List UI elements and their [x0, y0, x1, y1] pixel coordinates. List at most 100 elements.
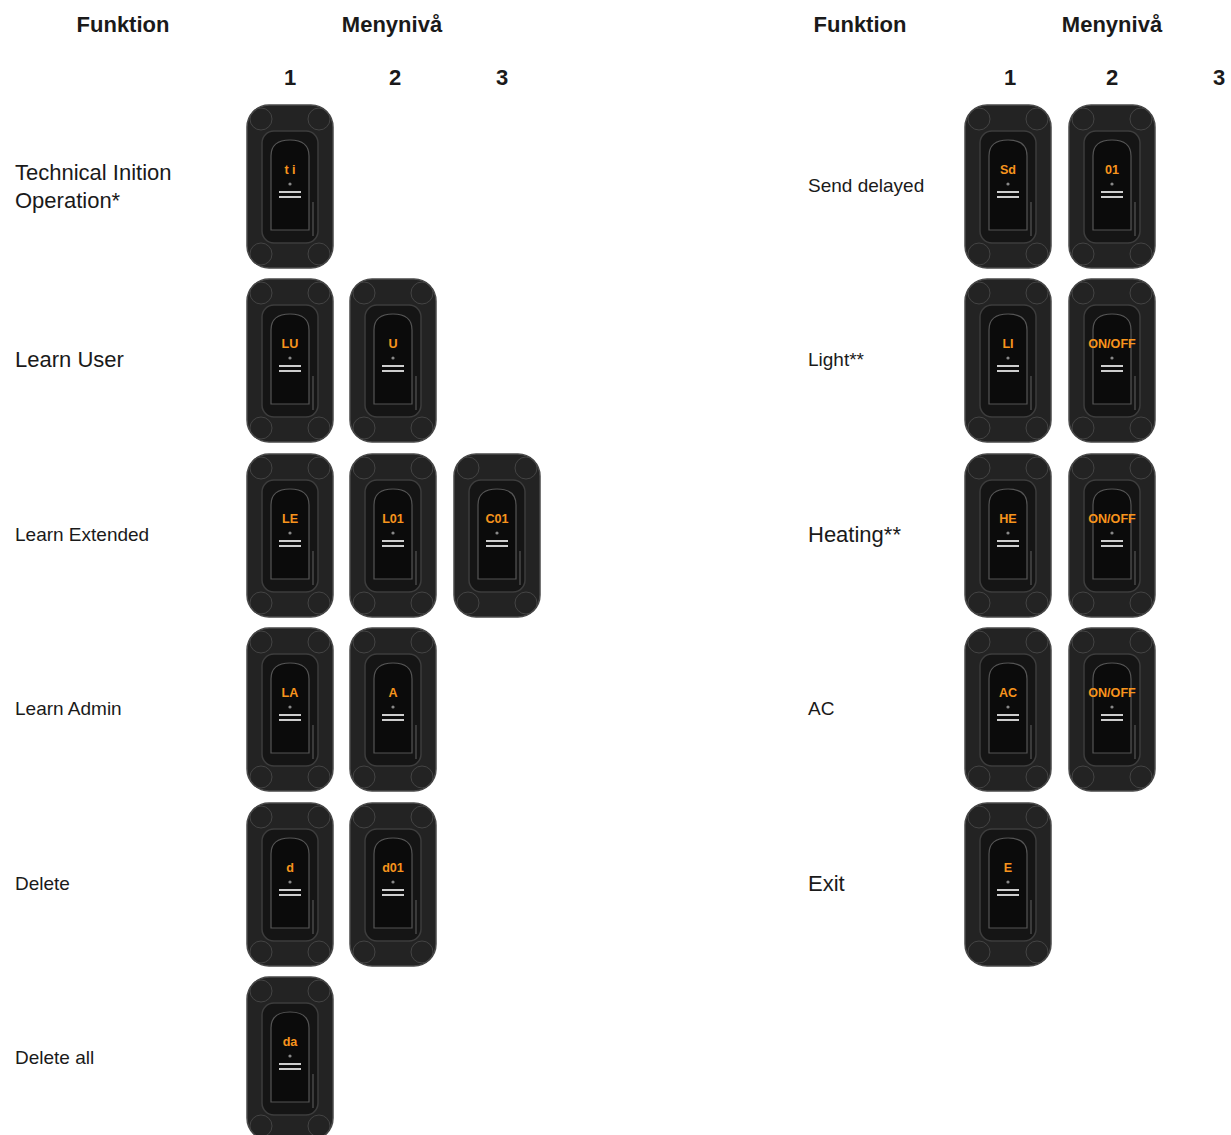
swipe-line — [279, 719, 301, 721]
indicator-dot — [391, 356, 394, 359]
menu-code: d01 — [349, 860, 437, 877]
swipe-line — [997, 370, 1019, 372]
indicator-dot — [391, 705, 394, 708]
menu-code: ON/OFF — [1068, 511, 1156, 528]
screw-hole — [457, 592, 479, 614]
sensor-window — [989, 314, 1027, 404]
column-header: Menynivå — [342, 11, 442, 39]
frame-notch — [312, 551, 313, 585]
screw-hole — [968, 457, 990, 479]
reader-display: ON/OFF — [1068, 278, 1156, 443]
reader-housing — [350, 628, 436, 791]
swipe-line — [997, 191, 1019, 193]
function-name: Light** — [808, 348, 864, 372]
reader-housing — [247, 803, 333, 966]
menu-code: E — [964, 860, 1052, 877]
function-name: Learn Admin — [15, 697, 122, 721]
frame-notch — [1134, 376, 1135, 410]
screw-hole — [308, 980, 330, 1002]
swipe-line — [1101, 719, 1123, 721]
swipe-line — [997, 365, 1019, 367]
sensor-frame — [469, 480, 525, 592]
screw-hole — [968, 631, 990, 653]
screw-hole — [411, 282, 433, 304]
swipe-line — [997, 894, 1019, 896]
sensor-window — [989, 140, 1027, 230]
screw-hole — [968, 108, 990, 130]
swipe-line — [279, 540, 301, 542]
screw-hole — [1026, 766, 1048, 788]
screw-hole — [1130, 282, 1152, 304]
menu-code: C01 — [453, 511, 541, 528]
screw-hole — [411, 941, 433, 963]
screw-hole — [1026, 282, 1048, 304]
frame-notch — [519, 551, 520, 585]
swipe-line — [997, 719, 1019, 721]
fingerprint-reader — [1068, 104, 1156, 269]
screw-hole — [308, 806, 330, 828]
screw-hole — [968, 592, 990, 614]
sensor-window — [989, 663, 1027, 753]
screw-hole — [308, 282, 330, 304]
menu-code: 01 — [1068, 162, 1156, 179]
screw-hole — [968, 806, 990, 828]
swipe-line — [279, 1068, 301, 1070]
screw-hole — [250, 108, 272, 130]
indicator-dot — [288, 182, 291, 185]
screw-hole — [1072, 108, 1094, 130]
fingerprint-reader — [349, 278, 437, 443]
fingerprint-reader — [246, 453, 334, 618]
column-header: Funktion — [814, 11, 907, 39]
reader-housing — [454, 454, 540, 617]
fingerprint-reader — [1068, 278, 1156, 443]
screw-hole — [968, 243, 990, 265]
screw-hole — [457, 457, 479, 479]
sensor-window — [271, 838, 309, 928]
swipe-line — [382, 370, 404, 372]
sensor-window — [271, 663, 309, 753]
sensor-window — [1093, 140, 1131, 230]
menu-code: AC — [964, 685, 1052, 702]
frame-notch — [415, 551, 416, 585]
menu-level-number: 3 — [496, 64, 508, 92]
screw-hole — [411, 417, 433, 439]
screw-hole — [968, 766, 990, 788]
menu-code: LA — [246, 685, 334, 702]
screw-hole — [515, 457, 537, 479]
fingerprint-reader — [246, 278, 334, 443]
sensor-frame — [262, 654, 318, 766]
menu-code: LE — [246, 511, 334, 528]
menu-code: ON/OFF — [1068, 336, 1156, 353]
sensor-window — [1093, 663, 1131, 753]
reader-housing — [965, 454, 1051, 617]
frame-notch — [415, 376, 416, 410]
screw-hole — [1130, 457, 1152, 479]
fingerprint-reader — [964, 802, 1052, 967]
indicator-dot — [1006, 705, 1009, 708]
function-name: Heating** — [808, 521, 901, 549]
screw-hole — [1026, 243, 1048, 265]
sensor-frame — [980, 305, 1036, 417]
reader-housing — [965, 105, 1051, 268]
screw-hole — [411, 592, 433, 614]
reader-housing — [1069, 279, 1155, 442]
reader-housing — [247, 454, 333, 617]
fingerprint-reader — [964, 453, 1052, 618]
swipe-line — [997, 196, 1019, 198]
frame-notch — [312, 202, 313, 236]
swipe-line — [486, 545, 508, 547]
swipe-line — [1101, 540, 1123, 542]
screw-hole — [1026, 631, 1048, 653]
screw-hole — [308, 243, 330, 265]
screw-hole — [308, 1115, 330, 1135]
screw-hole — [968, 941, 990, 963]
swipe-line — [382, 365, 404, 367]
reader-housing — [350, 279, 436, 442]
indicator-dot — [288, 356, 291, 359]
indicator-dot — [1110, 182, 1113, 185]
sensor-frame — [365, 480, 421, 592]
screw-hole — [968, 282, 990, 304]
fingerprint-reader — [349, 802, 437, 967]
screw-hole — [250, 980, 272, 1002]
indicator-dot — [391, 531, 394, 534]
